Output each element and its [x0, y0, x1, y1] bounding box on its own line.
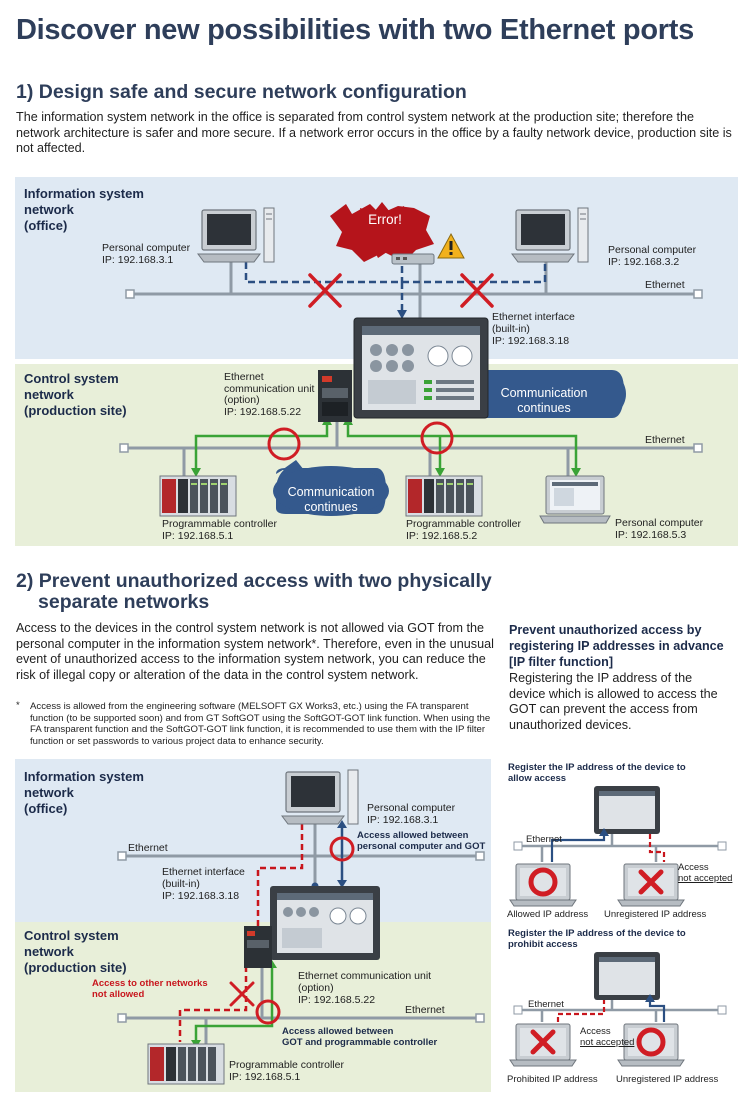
section2-body: Access to the devices in the control sys…	[16, 621, 494, 682]
eth-unit-icon	[318, 370, 352, 422]
eth-if-label: Ethernet interface(built-in)IP: 192.168.…	[492, 311, 575, 347]
ethernet-label: Ethernet	[528, 999, 564, 1010]
blocked-cross-left	[308, 273, 342, 308]
pc-icon	[511, 207, 589, 263]
page-title: Discover new possibilities with two Ethe…	[16, 14, 694, 46]
filter-allow-diagram	[509, 786, 727, 907]
ethernet-label: Ethernet	[128, 842, 168, 854]
pc-icon	[197, 207, 275, 263]
ethernet-label: Ethernet	[526, 834, 562, 845]
ok-circle-left	[267, 427, 301, 461]
section2-heading: 2) Prevent unauthorized access with two …	[16, 570, 492, 613]
plc-icon	[147, 1043, 225, 1085]
section1-diagram	[119, 202, 703, 516]
section1-heading: 1) Design safe and secure network config…	[16, 81, 467, 103]
filter-prohibit-diagram	[509, 952, 727, 1067]
unregistered-ip-label: Unregistered IP address	[616, 1074, 719, 1085]
laptop-icon	[539, 475, 611, 524]
ethernet-label: Ethernet	[645, 434, 685, 446]
allowed-ip-label: Allowed IP address	[507, 909, 589, 920]
got-hmi-icon	[270, 886, 380, 960]
section1-body: The information system network in the of…	[16, 110, 732, 155]
ethernet-label: Ethernet	[405, 1004, 445, 1016]
filter-allow-title: Register the IP address of the device to…	[508, 762, 686, 784]
info-network-panel	[15, 759, 491, 922]
error-text: Error!	[368, 212, 402, 227]
eth-unit-label: Ethernet communication unit(option)IP: 1…	[298, 970, 432, 1006]
prohibited-ip-label: Prohibited IP address	[507, 1074, 598, 1085]
comm-bubble-left	[273, 466, 389, 516]
filter-prohibit-title: Register the IP address of the device to…	[508, 928, 686, 950]
plc-icon	[405, 475, 483, 517]
ip-filter-body: Registering the IP address of the device…	[509, 671, 718, 732]
footnote-mark: *	[16, 700, 20, 711]
footnote: Access is allowed from the engineering s…	[30, 701, 491, 747]
eth-if-label: Ethernet interface(built-in)IP: 192.168.…	[162, 866, 245, 902]
pc-icon	[281, 769, 359, 825]
ethernet-label: Ethernet	[645, 279, 685, 291]
blocked-cross-right	[460, 273, 494, 308]
plc-icon	[159, 475, 237, 517]
got-hmi-icon	[353, 317, 489, 419]
unregistered-ip-label: Unregistered IP address	[604, 909, 707, 920]
eth-unit-icon	[244, 926, 272, 968]
ok-circle-right	[420, 421, 454, 455]
